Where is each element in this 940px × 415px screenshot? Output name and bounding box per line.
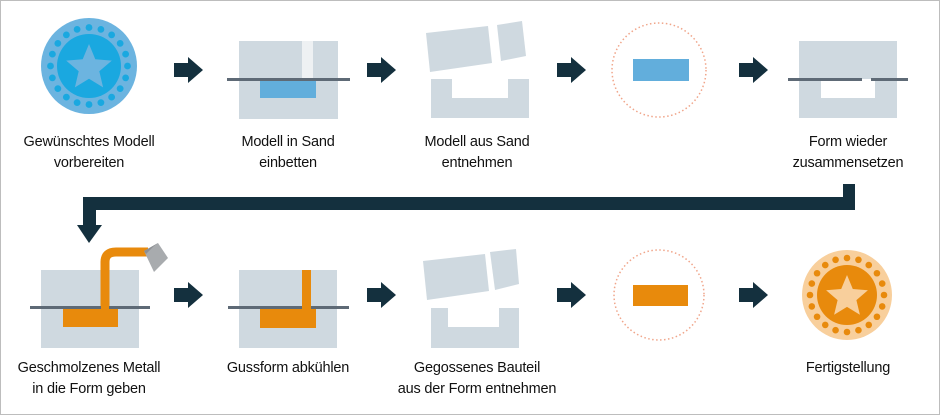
step-label-line: Geschmolzenes Metall — [17, 360, 161, 376]
coin-dot — [54, 85, 62, 93]
coin-dot — [108, 93, 116, 101]
step-label-line: Fertigstellung — [805, 360, 891, 376]
coin-dot — [832, 256, 839, 264]
step-label: Modell in Sand einbetten — [188, 132, 388, 174]
coin-dot — [48, 74, 56, 82]
coin-dot — [873, 313, 881, 321]
coin-dot — [865, 261, 873, 269]
arrow-right-icon — [367, 57, 396, 83]
orange-coin-with-star-icon — [802, 250, 892, 340]
coin-dot — [73, 99, 81, 107]
step-label-line: einbetten — [259, 155, 317, 171]
star-icon — [826, 275, 868, 315]
coin-dot — [878, 303, 886, 310]
coin-dot — [832, 326, 839, 334]
coin-dot — [48, 50, 56, 58]
arrow-right-icon — [739, 282, 768, 308]
step-label: Gewünschtes Modell vorbereiten — [0, 132, 189, 174]
cast-part-icon — [613, 249, 705, 341]
step-label-line: Gegossenes Bauteil — [413, 360, 541, 376]
coin-dot — [97, 25, 105, 33]
coin-dot — [821, 261, 829, 269]
model-embedded-in-sand-icon — [227, 41, 350, 119]
coin-dot — [85, 24, 93, 31]
coin-dot — [54, 39, 62, 47]
step-label-line: Gussform abkühlen — [226, 360, 350, 376]
coin-dot — [873, 269, 881, 277]
step-label-line: aus der Form entnehmen — [397, 381, 557, 397]
step-label: Gussform abkühlen — [188, 358, 388, 379]
coin-dot — [880, 291, 888, 299]
coin-dot — [808, 280, 816, 287]
coin-dot — [843, 254, 851, 262]
coin-dot — [855, 256, 862, 264]
step-label: Gegossenes Bauteil aus der Form entnehme… — [377, 358, 577, 400]
coin-dot — [116, 39, 124, 47]
step-label-line: vorbereiten — [53, 155, 125, 171]
coin-dot — [806, 291, 814, 299]
coin-dot — [813, 313, 821, 321]
step-label-line: in die Form geben — [32, 381, 146, 397]
coin-dot — [855, 326, 862, 334]
coin-dot — [85, 101, 93, 108]
step-label: Geschmolzenes Metall in die Form geben — [0, 358, 189, 400]
arrow-right-icon — [367, 282, 396, 308]
reassembled-mold-icon — [788, 41, 908, 118]
step-label-line: Modell aus Sand — [424, 134, 530, 150]
coin-dot — [116, 85, 124, 93]
step-label-line: entnehmen — [441, 155, 513, 171]
step-label: Modell aus Sand entnehmen — [377, 132, 577, 174]
open-mold-casting-removed-icon — [423, 249, 519, 348]
coin-dot — [47, 62, 54, 70]
coin-dot — [865, 321, 873, 329]
return-arrow-connector — [77, 184, 855, 243]
coin-dot — [821, 321, 829, 329]
step-label-line: zusammensetzen — [792, 155, 904, 171]
coin-dot — [878, 280, 886, 287]
coin-dot — [843, 328, 851, 336]
open-sand-mold-icon — [426, 21, 529, 118]
coin-dot — [62, 31, 70, 39]
step-label-line: Form wieder — [808, 134, 888, 150]
arrow-right-icon — [174, 282, 203, 308]
coin-dot — [124, 62, 131, 70]
coin-dot — [108, 31, 116, 39]
step-label-line: Modell in Sand — [241, 134, 335, 150]
coin-dot — [62, 93, 70, 101]
arrow-right-icon — [739, 57, 768, 83]
star-icon — [66, 44, 112, 88]
pouring-metal-icon — [30, 243, 168, 348]
coin-dot — [122, 50, 130, 58]
removed-model-icon — [611, 22, 707, 118]
coin-dot — [808, 303, 816, 310]
arrow-right-icon — [557, 282, 586, 308]
arrow-right-icon — [174, 57, 203, 83]
coin-dot — [73, 25, 81, 33]
coin-dot — [813, 269, 821, 277]
step-label: Fertigstellung — [748, 358, 940, 379]
cooling-mold-icon — [228, 270, 349, 348]
blue-coin-with-star-icon — [41, 18, 137, 114]
step-label-line: Gewünschtes Modell — [23, 134, 155, 150]
step-label: Form wieder zusammensetzen — [748, 132, 940, 174]
coin-dot — [122, 74, 130, 82]
coin-dot — [97, 99, 105, 107]
arrow-right-icon — [557, 57, 586, 83]
